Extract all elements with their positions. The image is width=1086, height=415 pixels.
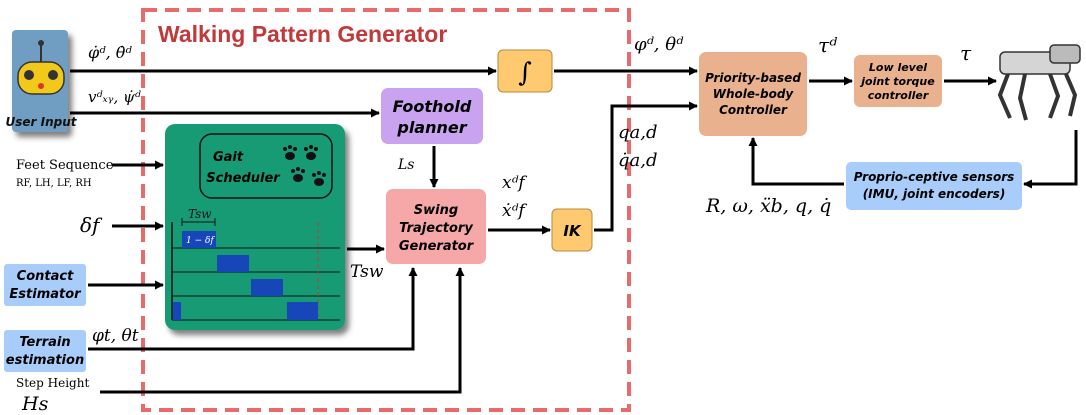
terrain-estimation-label-1: Terrain — [19, 335, 70, 350]
integrator-symbol: ∫ — [518, 58, 532, 88]
ik-label: IK — [563, 222, 582, 240]
label-q-ad: qa,d — [618, 122, 658, 143]
contact-estimator-block — [4, 264, 86, 306]
foothold-planner-label-2: planner — [396, 118, 467, 137]
foothold-planner-block — [381, 88, 483, 144]
low-level-label-2: joint torque — [859, 75, 935, 88]
gait-scheduler-box — [199, 133, 333, 199]
label-feedback: R, ω, ẍb, q, q̇ — [705, 195, 831, 217]
arrow-step-height-to-swing — [100, 267, 465, 394]
label-tau-d: τᵈ — [818, 33, 837, 57]
terrain-estimation-label-2: estimation — [6, 353, 84, 368]
foothold-planner-label-1: Foothold — [393, 97, 472, 116]
phase-bar-5 — [173, 302, 181, 320]
user-input-label: User Input — [6, 115, 78, 129]
arrow-terrain-to-swing — [88, 267, 418, 351]
label-delta-f: δf — [80, 213, 103, 237]
swing-label-3: Generator — [399, 239, 475, 254]
gait-scheduler-label-1: Gait — [213, 150, 244, 165]
label-feet-sequence: Feet Sequence — [16, 158, 114, 173]
one-minus-delta-label: 1 − δf — [186, 236, 215, 246]
arrow-sensors-to-wbc — [748, 137, 844, 186]
wbc-label-2: Whole-body — [713, 87, 795, 101]
label-step-height-symbol: Hs — [21, 393, 49, 415]
label-phi-theta-d: φᵈ, θᵈ — [634, 34, 684, 55]
gait-timeline: Tsw 1 − δf — [171, 207, 340, 321]
phase-bar-3 — [251, 279, 283, 296]
label-ls: Ls — [397, 157, 414, 173]
timeline-tsw-label: Tsw — [188, 207, 212, 221]
sensors-label-2: (IMU, joint encoders) — [863, 187, 1006, 201]
label-step-height: Step Height — [16, 376, 89, 390]
label-rates: φ̇ᵈ, θ̇ᵈ — [88, 43, 132, 62]
arrow-ik-to-wbc — [594, 101, 698, 232]
low-level-label-1: Low level — [869, 61, 927, 74]
label-xfd: xᵈf — [502, 173, 527, 193]
swing-label-2: Trajectory — [399, 221, 473, 236]
phase-bar-1 — [182, 231, 216, 248]
terrain-estimation-block — [4, 330, 86, 372]
label-tau: τ — [960, 41, 972, 65]
wbc-label-3: Controller — [719, 103, 788, 117]
label-velocities: vᵈₓᵧ, ψ̇ᵈ — [88, 88, 141, 106]
contact-estimator-label-1: Contact — [17, 269, 74, 284]
swing-label-1: Swing — [414, 203, 458, 218]
swing-trajectory-generator-block — [386, 189, 486, 264]
wbc-label-1: Priority-based — [705, 71, 801, 85]
label-feet-order: RF, LH, LF, RH — [16, 178, 92, 189]
contact-estimator-label-2: Estimator — [9, 287, 82, 302]
ik-block — [551, 208, 593, 252]
low-level-label-3: controller — [868, 89, 929, 102]
sensors-label-1: Proprio-ceptive sensors — [854, 170, 1015, 184]
label-xfd-dot: ẋᵈf — [502, 201, 527, 221]
paw-prints-icon — [283, 145, 326, 186]
phase-bar-2 — [217, 255, 249, 272]
whole-body-controller-block — [699, 52, 807, 136]
gait-scheduler-label-2: Scheduler — [206, 171, 281, 186]
label-terrain-angles: φt, θt — [92, 326, 139, 346]
arrow-robot-to-sensors — [1023, 130, 1078, 189]
low-level-controller-block — [854, 55, 942, 107]
user-input-block: User Input — [6, 30, 78, 132]
integrator-block — [497, 49, 553, 93]
label-tsw-out: Tsw — [350, 262, 384, 282]
walking-pattern-generator-title: Walking Pattern Generator — [158, 21, 447, 47]
proprioceptive-sensors-block — [846, 162, 1022, 210]
walking-pattern-generator-frame — [141, 8, 631, 412]
quadruped-robot-icon — [997, 44, 1081, 121]
phase-bar-4 — [287, 302, 318, 320]
label-q-ad-dot: q̇a,d — [618, 150, 658, 171]
gamepad-icon — [17, 40, 65, 95]
